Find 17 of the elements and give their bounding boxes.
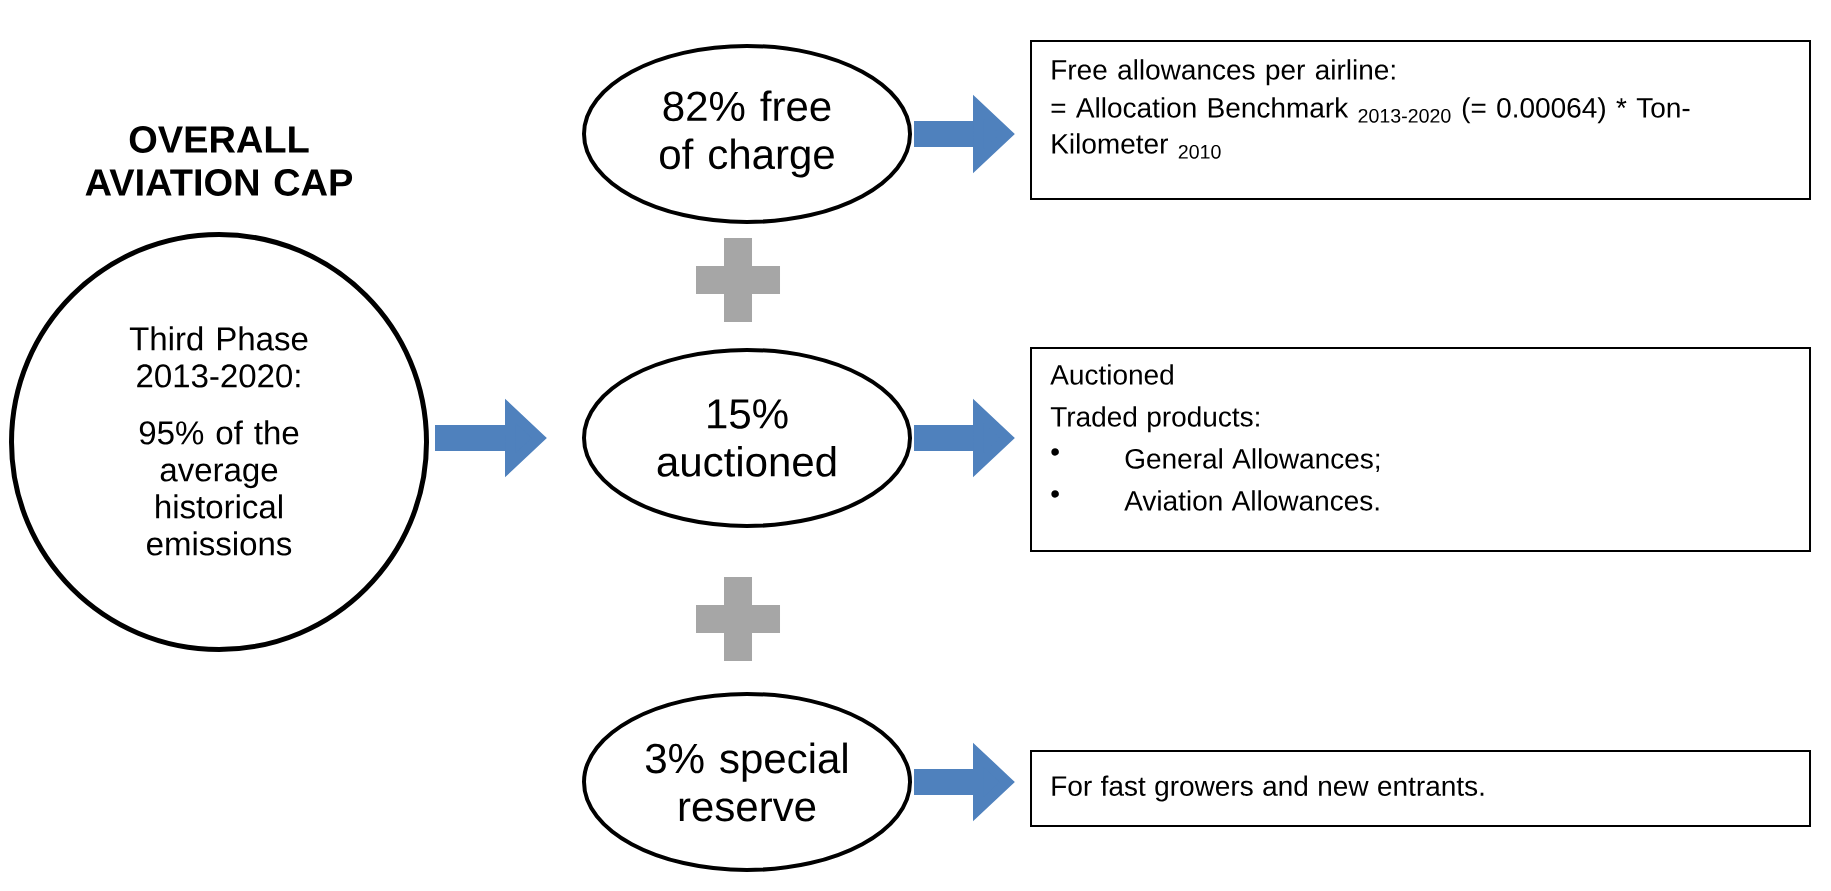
text: 3% special reserve [645,742,847,822]
plus-sign [696,238,780,322]
text: Third Phase 2013-2020: [129,326,308,388]
text: Auctioned [1050,364,1173,385]
text: 82% free of charge [660,90,834,178]
text: For fast growers and new entrants. [1052,775,1484,802]
list-item: Aviation Allowances. [1124,490,1379,511]
plus-sign [696,577,780,661]
heading: OVERALL AVIATION CAP [85,126,353,196]
list-item: General Allowances; [1125,448,1380,473]
bullet: • [1051,490,1059,498]
text: 95% of the average historical emissions [139,420,299,556]
text: Traded products: [1050,406,1259,433]
text: = Allocation Benchmark $_{2013-2020}$ (= 0.00064) * Ton-Kilometer $_{2010}$ [1051,97,1690,159]
bullet: • [1051,448,1059,456]
text: 15% auctioned [657,399,836,477]
text: Free allowances per airline: [1052,59,1395,86]
